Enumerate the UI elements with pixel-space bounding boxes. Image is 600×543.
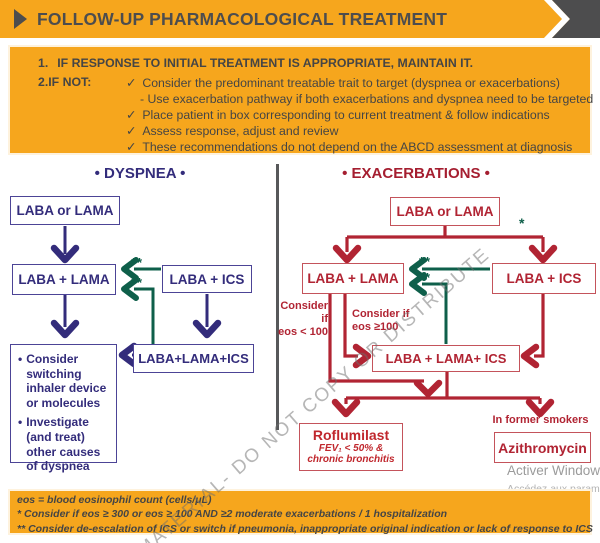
header-chevron-decoration <box>544 0 600 38</box>
footnote-line: eos = blood eosinophil count (cells/μL) <box>17 494 212 506</box>
check-icon: ✓ <box>126 124 137 138</box>
advice-text: Investigate (and treat) other causes of … <box>26 415 101 474</box>
check-item-text: These recommendations do not depend on t… <box>142 140 573 154</box>
check-item-text: Consider the predominant treatable trait… <box>142 76 560 90</box>
instruction-1: 1. IF RESPONSE TO INITIAL TREATMENT IS AP… <box>38 56 473 70</box>
former-smokers-label: In former smokers <box>492 414 589 426</box>
check-icon: ✓ <box>126 76 137 90</box>
page-title: FOLLOW-UP PHARMACOLOGICAL TREATMENT <box>37 9 448 29</box>
exacerbations-heading: • EXACERBATIONS • <box>342 165 490 182</box>
bullet-icon: • <box>18 415 23 430</box>
advice-text: Consider switching inhaler device or mol… <box>26 352 107 410</box>
star-marker: * <box>519 215 526 231</box>
double-star-marker: ** <box>419 254 432 269</box>
header-bar: FOLLOW-UP PHARMACOLOGICAL TREATMENT <box>0 0 600 38</box>
check-item-text: Place patient in box corresponding to cu… <box>142 108 550 122</box>
eos-low-label: Consider if eos < 100 <box>278 300 328 338</box>
footnotes-panel: eos = blood eosinophil count (cells/μL) … <box>8 489 593 535</box>
box-exac-laba-ics: LABA + ICS <box>492 263 596 294</box>
box-azithromycin: Azithromycin <box>494 432 591 463</box>
footnote-line: ** Consider de-escalation of ICS or swit… <box>17 522 593 535</box>
windows-activation-text: Activer Windows <box>507 463 600 478</box>
box-dyspnea-triple: LABA+LAMA+ICS <box>133 344 254 373</box>
box-dyspnea-laba-or-lama: LABA or LAMA <box>10 196 120 225</box>
instruction-1-number: 1. <box>38 56 49 70</box>
check-item: ✓ These recommendations do not depend on … <box>126 139 600 155</box>
box-dyspnea-laba-lama: LABA + LAMA <box>12 264 116 295</box>
dyspnea-arrows <box>50 226 222 368</box>
instruction-check-list: ✓ Consider the predominant treatable trai… <box>126 75 600 155</box>
check-item: ✓ Assess response, adjust and review <box>126 123 600 139</box>
instruction-1-text: IF RESPONSE TO INITIAL TREATMENT IS APPR… <box>57 56 474 70</box>
roflumilast-label: Roflumilast <box>312 427 390 443</box>
instructions-panel: 1. IF RESPONSE TO INITIAL TREATMENT IS AP… <box>8 45 593 155</box>
ics-deescalation-arrows-exacerbations <box>409 257 490 344</box>
check-icon: ✓ <box>126 108 137 122</box>
double-star-marker: ** <box>131 255 144 270</box>
box-exac-laba-lama: LABA + LAMA <box>302 263 404 294</box>
ics-deescalation-arrows-dyspnea <box>121 257 161 345</box>
check-item-text: Assess response, adjust and review <box>142 124 339 138</box>
box-exac-laba-or-lama: LABA or LAMA <box>390 197 500 226</box>
instruction-2-number: 2. <box>38 75 49 89</box>
check-item: ✓ Consider the predominant treatable trai… <box>126 75 600 91</box>
double-star-marker: ** <box>419 270 432 285</box>
box-exac-triple: LABA + LAMA+ ICS <box>372 345 520 372</box>
instruction-2: 2.IF NOT: <box>38 75 91 89</box>
box-roflumilast: Roflumilast FEV₁ < 50% & chronic bronchi… <box>299 423 403 471</box>
instruction-2-label: IF NOT: <box>48 75 92 89</box>
eos-high-label: Consider if eos ≥100 <box>352 308 410 333</box>
check-item: ✓ Place patient in box corresponding to c… <box>126 107 600 123</box>
exacerbation-arrows <box>328 225 558 418</box>
bullet-icon: • <box>18 352 23 366</box>
double-star-marker: ** <box>131 275 144 290</box>
advice-item: • Investigate (and treat) other causes o… <box>18 415 100 473</box>
header-arrow-icon <box>14 9 27 29</box>
check-icon: ✓ <box>126 140 137 154</box>
footnote-line: * Consider if eos ≥ 300 or eos ≥ 100 AND… <box>17 508 448 521</box>
check-sub-text: - Use exacerbation pathway if both exace… <box>140 92 594 106</box>
dyspnea-advice-box: • Consider switching inhaler device or m… <box>10 344 117 473</box>
column-divider <box>276 164 279 430</box>
advice-item: • Consider switching inhaler device or m… <box>18 352 106 410</box>
roflumilast-note: FEV₁ < 50% & chronic bronchitis <box>307 443 395 465</box>
dyspnea-heading: • DYSPNEA • <box>94 165 186 182</box>
box-dyspnea-laba-ics: LABA + ICS <box>162 265 252 293</box>
